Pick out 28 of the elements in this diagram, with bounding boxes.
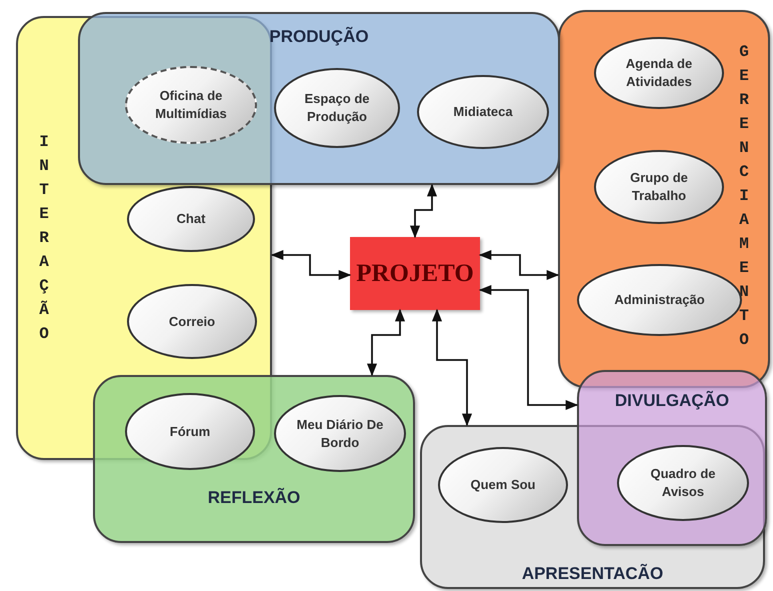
module-label: Agenda de Atividades — [624, 55, 694, 91]
connector-arrow — [366, 308, 406, 376]
group-title: PRODUÇÃO — [268, 26, 370, 48]
module-label: Chat — [176, 210, 206, 228]
group-title: DIVULGAÇÃO — [614, 390, 730, 412]
module-label: Oficina de Multimídias — [154, 87, 228, 123]
module-label: Administração — [614, 291, 705, 309]
connector-arrow — [478, 250, 560, 280]
group-title: GERENCIAMENTO — [738, 42, 750, 351]
group-title: REFLEXÃO — [206, 486, 302, 509]
group-panel — [78, 12, 560, 185]
project-title: PROJETO — [356, 258, 474, 289]
group-panel — [558, 10, 770, 388]
module-label: Fórum — [170, 422, 210, 440]
module-label: Espaço de Produção — [303, 90, 371, 126]
connector-arrow — [478, 284, 578, 410]
connector-arrow — [270, 250, 352, 280]
module-label: Quem Sou — [470, 476, 536, 494]
project-box — [350, 237, 480, 310]
group-title: INTERAÇÃO — [38, 132, 50, 345]
connector-arrow — [410, 184, 438, 238]
module-label: Quadro de Avisos — [649, 465, 716, 501]
module-label: Midiateca — [453, 103, 513, 121]
module-label: Meu Diário De Bordo — [296, 416, 384, 452]
module-label: Grupo de Trabalho — [629, 169, 689, 205]
module-label: Correio — [168, 312, 216, 330]
connector-arrow — [432, 308, 472, 426]
group-title: APRESENTACÃO — [520, 562, 664, 585]
